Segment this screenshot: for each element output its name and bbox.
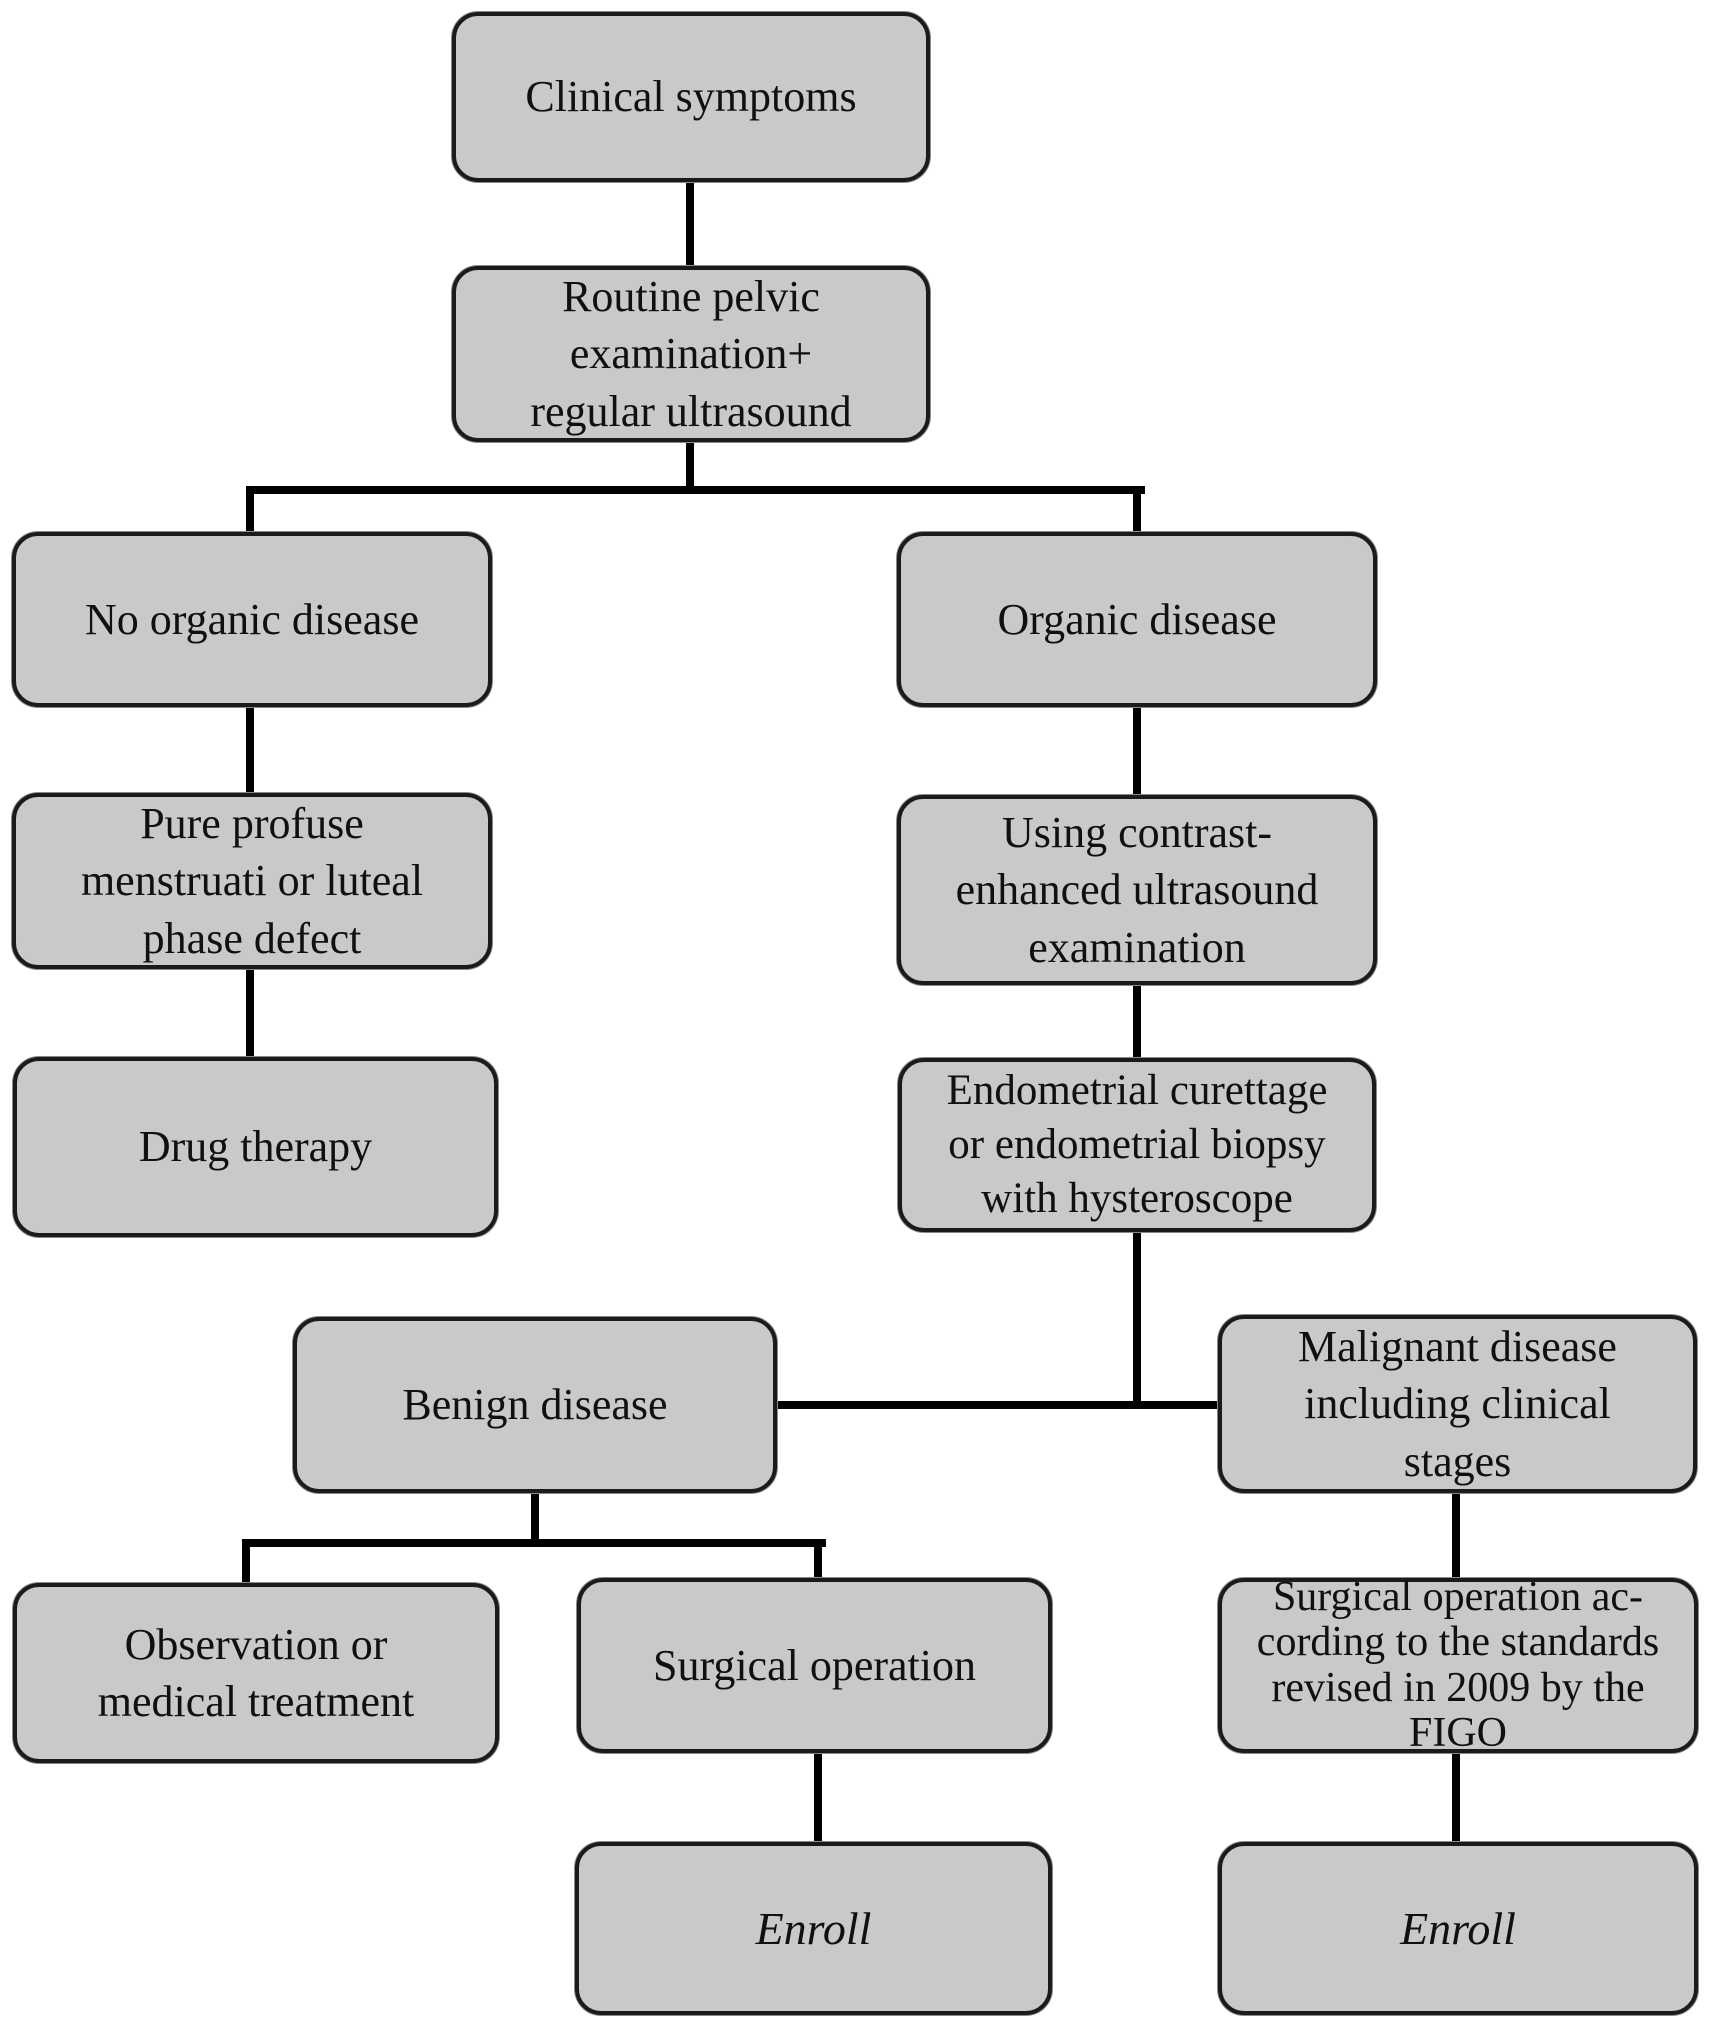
connector-top-split-bar <box>246 486 1145 494</box>
node-benign-disease: Benign disease <box>293 1317 777 1493</box>
connector-organic-contrast <box>1133 705 1141 799</box>
connector-clinical-routine <box>686 180 694 270</box>
connector-benign-malignant-bar <box>775 1401 1222 1409</box>
node-enroll-left: Enroll <box>575 1842 1052 2015</box>
connector-routine-stem <box>686 440 694 494</box>
connector-pure-drug <box>246 967 254 1061</box>
node-endometrial-curettage: Endometrial curettage or endometrial bio… <box>898 1058 1376 1232</box>
connector-split-to-organic <box>1133 486 1141 536</box>
node-organic-disease: Organic disease <box>897 532 1377 707</box>
node-contrast-enhanced-ultrasound: Using contrast- enhanced ultrasound exam… <box>897 795 1377 985</box>
connector-contrast-endometrial <box>1133 983 1141 1062</box>
connector-split-to-observation <box>242 1539 250 1587</box>
node-surgical-operation-figo: Surgical operation ac- cording to the st… <box>1218 1574 1698 1756</box>
connector-surgical-enroll <box>814 1751 822 1846</box>
connector-endometrial-stem <box>1133 1230 1141 1409</box>
node-no-organic-disease: No organic disease <box>12 532 492 707</box>
node-observation-or-medical-treatment: Observation or medical treatment <box>13 1583 499 1763</box>
node-drug-therapy: Drug therapy <box>13 1057 498 1237</box>
connector-split-to-no-organic <box>246 486 254 536</box>
connector-benign-split-bar <box>242 1539 826 1547</box>
node-clinical-symptoms: Clinical symptoms <box>452 12 930 182</box>
connector-figo-enroll <box>1452 1751 1460 1846</box>
node-pure-profuse-menstruation: Pure profuse menstruati or luteal phase … <box>12 793 492 969</box>
connector-malignant-figo <box>1452 1491 1460 1582</box>
connector-split-to-surgical <box>814 1539 822 1582</box>
node-surgical-operation: Surgical operation <box>577 1578 1052 1753</box>
node-malignant-disease: Malignant disease including clinical sta… <box>1218 1315 1697 1493</box>
connector-no-organic-pure <box>246 705 254 797</box>
node-enroll-right: Enroll <box>1218 1842 1698 2015</box>
node-routine-pelvic-examination: Routine pelvic examination+ regular ultr… <box>452 266 930 442</box>
connector-benign-stem <box>531 1491 539 1547</box>
